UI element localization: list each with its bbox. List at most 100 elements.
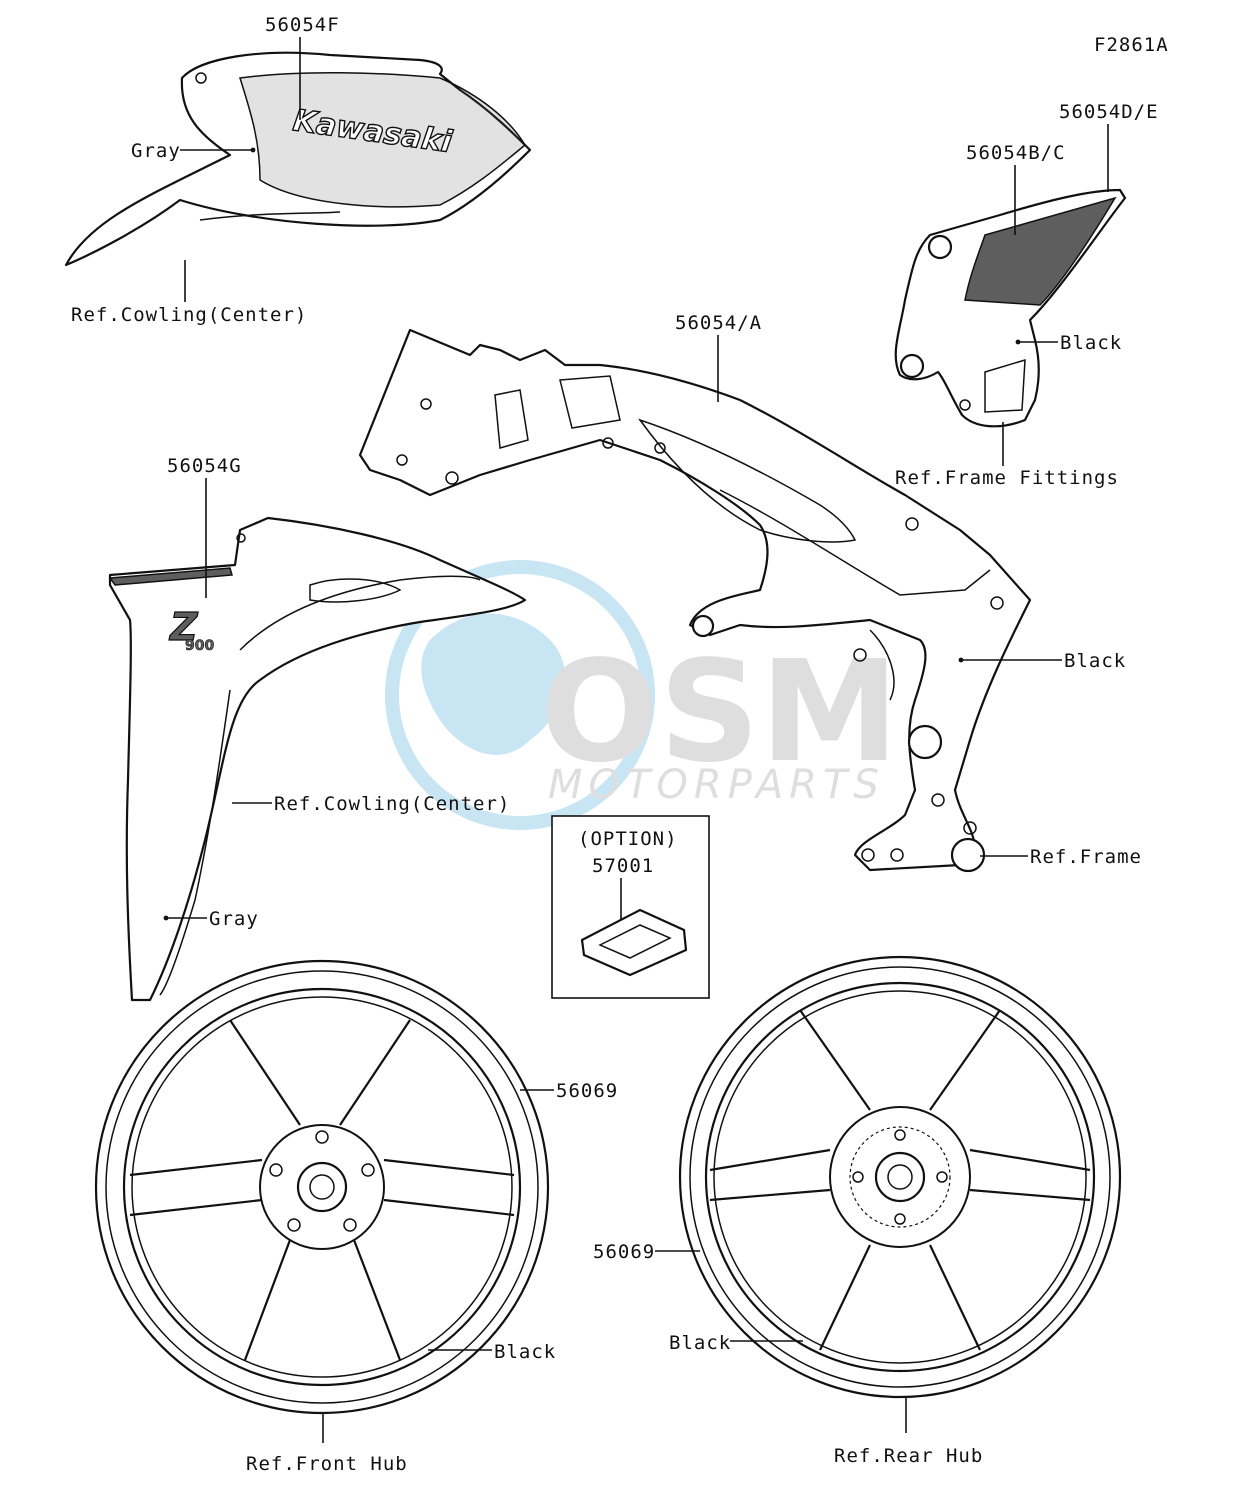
frame-fitting-pocket [984, 358, 1026, 413]
label-gray-top: Gray [131, 140, 181, 162]
label-ref-front-hub: Ref.Front Hub [246, 1453, 408, 1475]
frame-hole-2 [861, 848, 875, 862]
top-cowling-outline [64, 51, 532, 267]
label-ref-cowling-top: Ref.Cowling(Center) [71, 304, 307, 326]
frame-fitting-bolt-lower [899, 353, 925, 379]
frame-hole-4 [853, 648, 867, 662]
lower-cowling-stripe [108, 567, 233, 586]
front-bolt-4 [287, 1218, 301, 1232]
z-logo-sub: 900 [185, 638, 214, 654]
label-56054G: 56054G [167, 455, 242, 477]
lower-cowling-bolt [236, 533, 246, 543]
top-cowling-bolt [195, 72, 207, 84]
label-black-fitting: Black [1060, 332, 1122, 354]
rear-spoke-bottom [819, 1244, 981, 1351]
top-cowling-part: Kawasaki [64, 51, 532, 267]
frame-bolt-rear [950, 837, 986, 873]
frame-hole-8 [396, 454, 408, 466]
watermark-brand: OSM [540, 631, 899, 794]
frame-fitting-part [894, 188, 1127, 428]
frame-opening-2 [494, 389, 529, 449]
rear-wheel-axle [874, 1151, 926, 1203]
label-56069-rear: 56069 [593, 1241, 655, 1263]
rear-wheel-spokes [709, 1009, 1091, 1351]
frame-hole-10 [654, 442, 666, 454]
frame-hole-1 [890, 848, 904, 862]
label-ref-rear-hub: Ref.Rear Hub [834, 1445, 983, 1467]
front-wheel-bolts [269, 1130, 375, 1232]
z-logo-decal: Z [169, 605, 199, 649]
frame-hole-7 [420, 398, 432, 410]
point-gray-top [250, 147, 256, 153]
lower-cowling-crease [159, 689, 231, 996]
frame-hole-9 [602, 437, 614, 449]
lower-cowling-outline [108, 516, 527, 1002]
rear-bolt-3 [894, 1213, 906, 1225]
top-cowling-decal [239, 71, 526, 208]
top-cowling-edge [199, 211, 341, 221]
frame-hole-11 [931, 793, 945, 807]
label-ref-frame: Ref.Frame [1030, 846, 1142, 868]
point-black-frame [958, 657, 964, 663]
rear-bolt-2 [936, 1171, 948, 1183]
front-wheel-spokes [129, 1019, 515, 1361]
rear-wheel-part [678, 955, 1122, 1399]
lower-cowling-vent [309, 578, 402, 603]
frame-fitting-hole [959, 399, 971, 411]
label-56054F: 56054F [265, 14, 340, 36]
frame-opening-1 [559, 375, 621, 429]
part-57001-detail [598, 924, 672, 959]
front-wheel-axle [296, 1161, 348, 1213]
frame-hole-5 [905, 517, 919, 531]
option-box: (OPTION) 57001 [551, 815, 710, 999]
rear-spoke-right [969, 1148, 1091, 1202]
frame-fitting-decal [964, 196, 1117, 306]
rear-wheel-axle-inner [887, 1164, 913, 1190]
frame-fitting-bolt-upper [927, 234, 953, 260]
main-frame-outline [358, 328, 1032, 872]
rear-wheel-rim-3 [713, 990, 1087, 1364]
frame-curve [869, 629, 895, 701]
front-bolt-1 [315, 1130, 329, 1144]
label-gray-lower: Gray [209, 908, 259, 930]
rear-bolt-1 [894, 1129, 906, 1141]
front-spoke-right [383, 1158, 515, 1217]
point-black-fitting [1015, 339, 1021, 345]
label-black-frame: Black [1064, 650, 1126, 672]
label-56069-front: 56069 [556, 1080, 618, 1102]
front-spoke-bottom [243, 1239, 402, 1361]
rear-wheel-hub-text-ring [849, 1126, 951, 1228]
rear-wheel-rim-2 [704, 981, 1096, 1373]
front-spoke-left [129, 1158, 263, 1217]
figure-code: F2861A [1094, 34, 1169, 56]
front-bolt-3 [343, 1218, 357, 1232]
rear-spoke-top [799, 1009, 1001, 1111]
rear-wheel-bolts [852, 1129, 948, 1225]
lower-cowling-inner-edge [239, 575, 481, 651]
rear-bolt-4 [852, 1171, 864, 1183]
frame-hole-6 [445, 471, 459, 485]
label-ref-frame-fittings: Ref.Frame Fittings [895, 467, 1119, 489]
front-wheel-rim-3 [131, 996, 513, 1378]
label-black-rear: Black [669, 1332, 731, 1354]
front-bolt-2 [361, 1163, 375, 1177]
part-57001-clip [580, 908, 688, 977]
watermark-sub: MOTORPARTS [548, 762, 885, 808]
front-spoke-top [229, 1019, 411, 1126]
frame-bolt-swingarm [907, 724, 943, 760]
label-option: (OPTION) [578, 828, 678, 850]
front-wheel-rim-2 [122, 987, 522, 1387]
frame-rail-inner [638, 418, 857, 543]
watermark: OSM MOTORPARTS [385, 560, 899, 830]
front-wheel-rim-1 [105, 970, 539, 1404]
main-frame-part [358, 328, 1032, 873]
label-ref-cowling-lower: Ref.Cowling(Center) [274, 793, 510, 815]
label-56054A: 56054/A [675, 312, 762, 334]
rear-spoke-left [709, 1148, 831, 1202]
label-57001: 57001 [592, 855, 654, 877]
frame-bolt-pivot [691, 614, 715, 638]
label-black-front: Black [494, 1341, 556, 1363]
frame-rail-lower [719, 489, 991, 596]
rear-wheel-rim-1 [689, 966, 1111, 1388]
front-wheel-axle-inner [309, 1174, 335, 1200]
